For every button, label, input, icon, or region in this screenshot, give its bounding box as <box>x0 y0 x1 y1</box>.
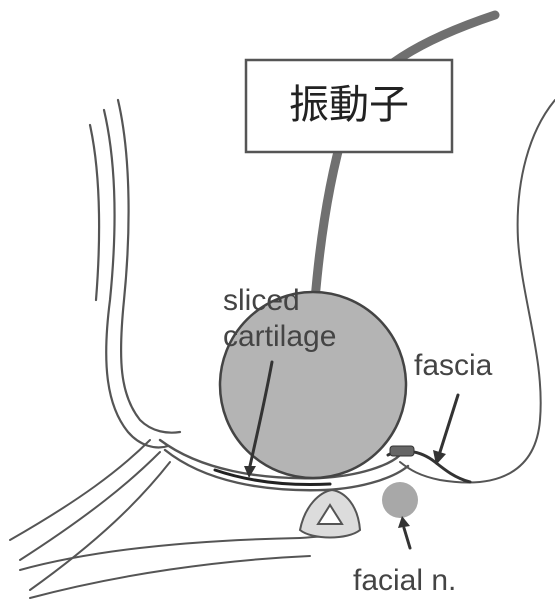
facial-nerve-label: facial n. <box>353 564 456 597</box>
facial-nerve-circle <box>382 482 418 518</box>
sliced-label: sliced <box>223 284 300 317</box>
right-wall-outline <box>400 100 555 483</box>
cartilage-arrowhead <box>244 466 256 478</box>
transducer-rod <box>315 15 495 300</box>
facial-nerve-arrow <box>404 528 410 548</box>
ear-canal-outline <box>90 100 180 447</box>
fascia-arrow <box>440 395 458 452</box>
vibrator-label: 振動子 <box>289 82 409 128</box>
fascia-label: fascia <box>414 349 493 382</box>
cartilage-label: cartilage <box>223 320 336 353</box>
ossicle <box>300 490 360 538</box>
